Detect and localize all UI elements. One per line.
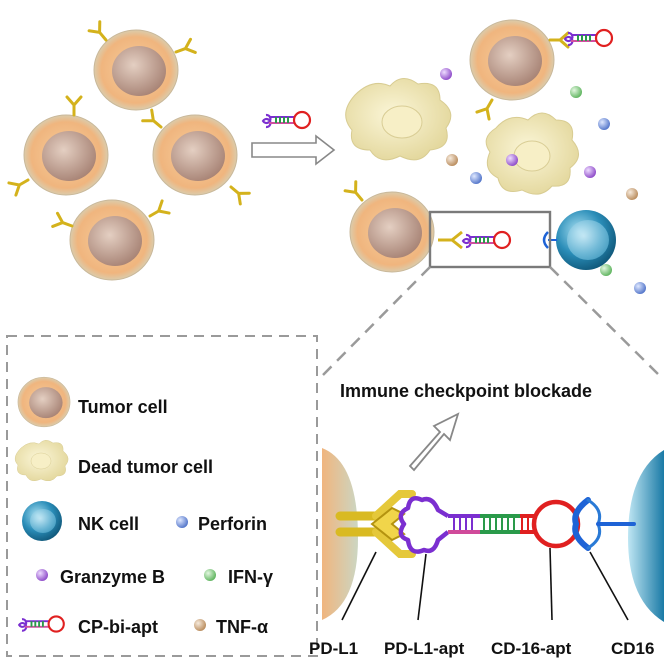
legend-tnf-icon bbox=[194, 619, 206, 631]
legend-tumor-icon bbox=[17, 376, 71, 428]
label-pd-l1: PD-L1 bbox=[309, 639, 358, 658]
label-pointers bbox=[341, 547, 629, 621]
legend-granzyme-icon bbox=[36, 569, 48, 581]
legend-ifn-label: IFN-γ bbox=[228, 567, 273, 587]
legend-tumor-label: Tumor cell bbox=[78, 397, 168, 417]
tumor-cell-top bbox=[87, 20, 197, 111]
cytokine-particles bbox=[440, 68, 646, 294]
dead-tumor-cell-1 bbox=[345, 78, 452, 161]
legend-dead-label: Dead tumor cell bbox=[78, 457, 213, 477]
legend-perforin-icon bbox=[176, 516, 188, 528]
label-pd-l1-apt: PD-L1-apt bbox=[384, 639, 465, 658]
aptamer-stem bbox=[448, 514, 536, 534]
tumor-cell-right bbox=[141, 108, 251, 206]
legend-perforin-label: Perforin bbox=[198, 514, 267, 534]
legend-granzyme-label: Granzyme B bbox=[60, 567, 165, 587]
pd-l1-receptor bbox=[335, 490, 416, 558]
legend-ifn-icon bbox=[204, 569, 216, 581]
legend-nk-label: NK cell bbox=[78, 514, 139, 534]
label-cd16-apt: CD-16-apt bbox=[491, 639, 572, 658]
pd-l1-aptamer-loop bbox=[398, 496, 450, 554]
mechanism-title: Immune checkpoint blockade bbox=[340, 381, 592, 401]
label-cd16: CD16 bbox=[611, 639, 654, 658]
zoom-lines bbox=[319, 266, 663, 379]
legend-tnf-label: TNF-α bbox=[216, 617, 268, 637]
nk-cell-synapse bbox=[556, 210, 616, 270]
cd16-receptor bbox=[572, 497, 636, 551]
synapse-complex-small bbox=[438, 230, 557, 250]
dead-tumor-cell-2 bbox=[485, 112, 579, 195]
blockade-arrow bbox=[408, 412, 460, 472]
cd16-aptamer-ring bbox=[531, 499, 581, 549]
big-nk-membrane bbox=[628, 450, 664, 622]
zoom-box bbox=[428, 210, 552, 269]
tumor-cell-bottom bbox=[51, 199, 171, 281]
treatment-arrow bbox=[251, 110, 336, 166]
legend-dead-icon bbox=[14, 440, 69, 482]
tumor-cell-left bbox=[7, 95, 109, 197]
legend-aptamer-label: CP-bi-apt bbox=[78, 617, 158, 637]
tumor-cell-bound bbox=[469, 19, 614, 121]
tumor-cell-synapse bbox=[343, 180, 435, 273]
